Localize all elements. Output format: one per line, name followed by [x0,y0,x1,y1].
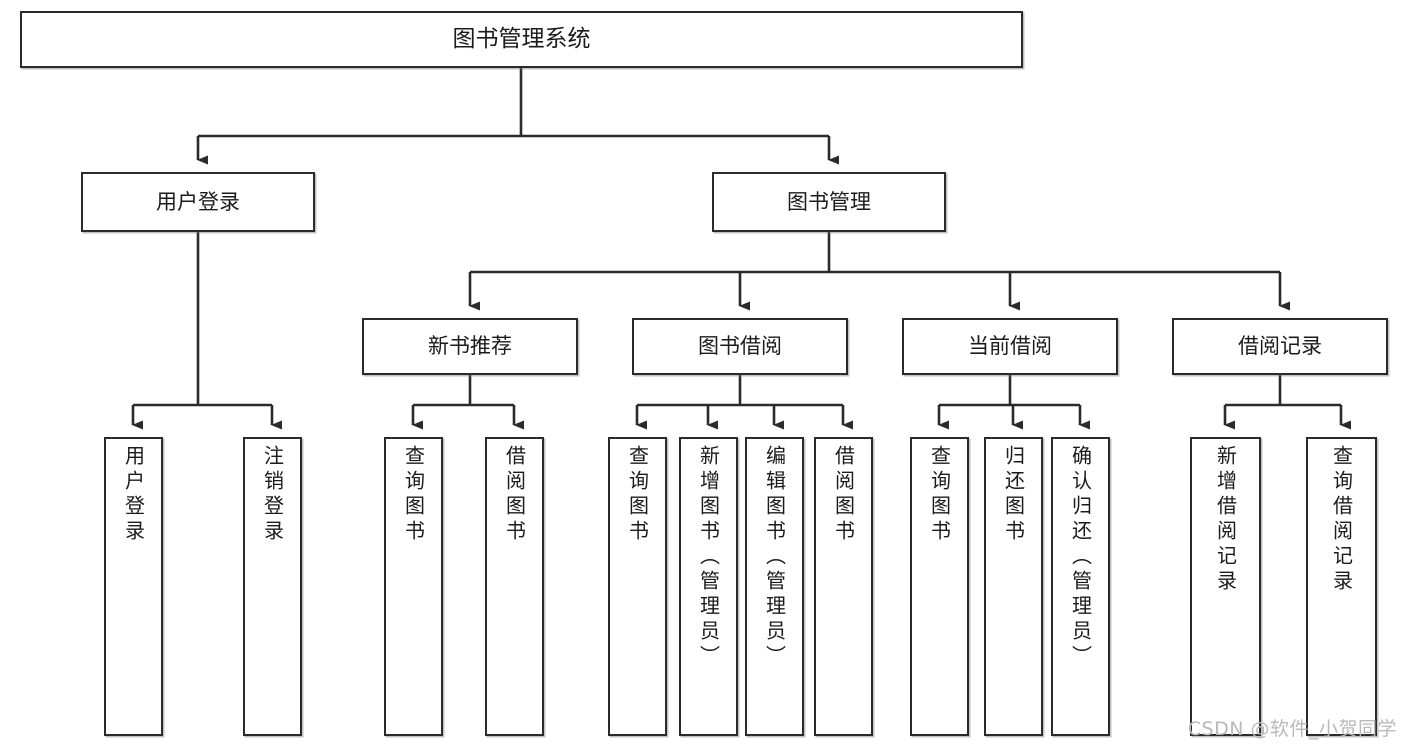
node-leaf-query-book-1[interactable]: 查询图书 [384,437,443,736]
node-leaf-add-book[interactable]: 新增图书（管理员） [679,437,738,736]
node-leaf-query-record[interactable]: 查询借阅记录 [1306,437,1377,736]
node-current-borrow[interactable]: 当前借阅 [902,318,1118,375]
node-leaf-user-login-label: 用户登录 [121,445,146,545]
node-leaf-logout[interactable]: 注销登录 [243,437,302,736]
node-leaf-return-book[interactable]: 归还图书 [984,437,1043,736]
node-leaf-user-login[interactable]: 用户登录 [104,437,163,736]
node-user-login[interactable]: 用户登录 [81,172,315,232]
node-book-borrow[interactable]: 图书借阅 [632,318,848,375]
node-leaf-edit-book-label: 编辑图书（管理员） [762,445,787,670]
node-root[interactable]: 图书管理系统 [20,11,1023,68]
node-leaf-logout-label: 注销登录 [260,445,285,545]
node-new-book-recommend-label: 新书推荐 [428,334,512,359]
node-leaf-borrow-book-1-label: 借阅图书 [502,445,527,545]
node-leaf-confirm-return[interactable]: 确认归还（管理员） [1051,437,1110,736]
node-leaf-borrow-book-2-label: 借阅图书 [831,445,856,545]
node-root-label: 图书管理系统 [452,25,591,52]
node-new-book-recommend[interactable]: 新书推荐 [362,318,578,375]
node-leaf-query-book-2-label: 查询图书 [625,445,650,545]
node-borrow-record[interactable]: 借阅记录 [1172,318,1388,375]
node-borrow-record-label: 借阅记录 [1238,334,1322,359]
node-book-borrow-label: 图书借阅 [698,334,782,359]
node-book-manage-label: 图书管理 [787,189,871,214]
node-leaf-borrow-book-2[interactable]: 借阅图书 [814,437,873,736]
node-leaf-query-book-1-label: 查询图书 [401,445,426,545]
node-leaf-edit-book[interactable]: 编辑图书（管理员） [745,437,804,736]
node-book-manage[interactable]: 图书管理 [712,172,946,232]
watermark: CSDN @软件_小贺同学 [1187,718,1397,740]
node-leaf-query-record-label: 查询借阅记录 [1329,445,1354,595]
node-leaf-query-book-2[interactable]: 查询图书 [608,437,667,736]
node-leaf-query-book-3-label: 查询图书 [927,445,952,545]
node-leaf-borrow-book-1[interactable]: 借阅图书 [485,437,544,736]
node-leaf-add-record[interactable]: 新增借阅记录 [1190,437,1261,736]
node-user-login-label: 用户登录 [156,189,240,214]
node-current-borrow-label: 当前借阅 [968,334,1052,359]
node-leaf-query-book-3[interactable]: 查询图书 [910,437,969,736]
node-leaf-add-record-label: 新增借阅记录 [1213,445,1238,595]
node-leaf-return-book-label: 归还图书 [1001,445,1026,545]
node-leaf-add-book-label: 新增图书（管理员） [696,445,721,670]
node-leaf-confirm-return-label: 确认归还（管理员） [1068,445,1093,670]
